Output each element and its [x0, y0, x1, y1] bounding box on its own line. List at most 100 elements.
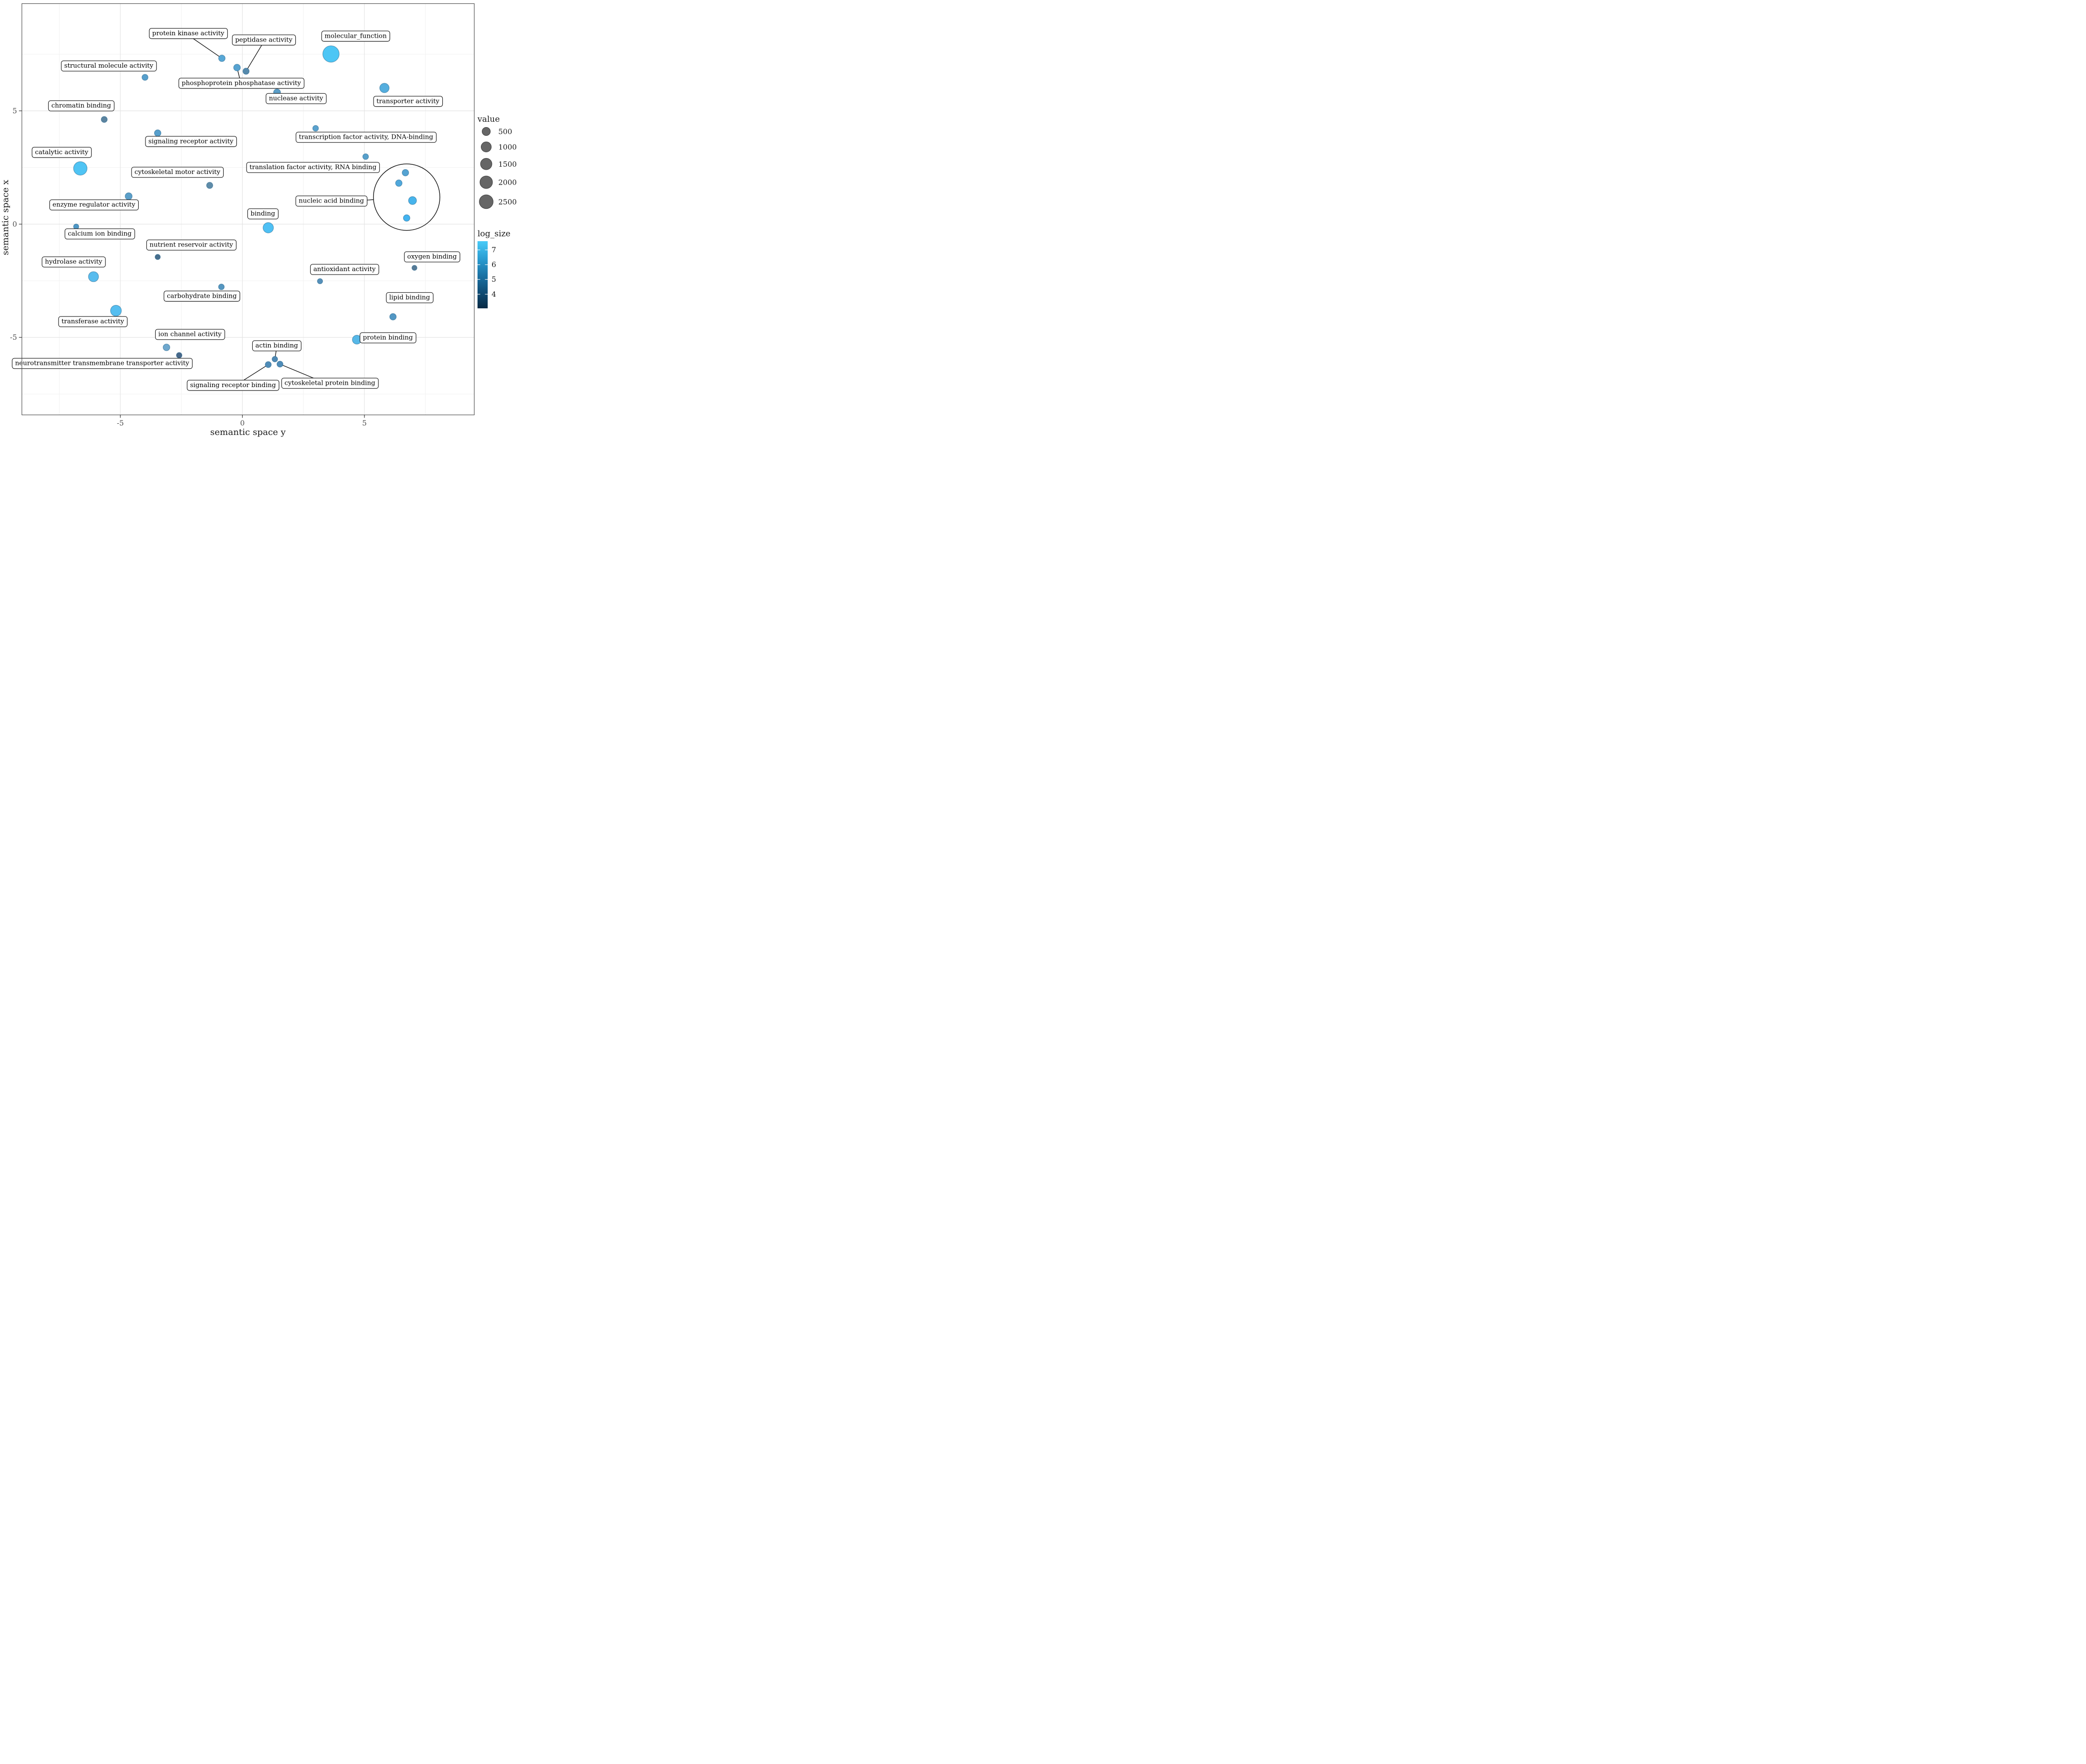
- term-label-protein-binding: protein binding: [360, 332, 417, 344]
- legend-color-tick-label: 4: [492, 290, 496, 299]
- term-label-box: [64, 228, 135, 240]
- term-label-ion-channel-activity: ion channel activity: [155, 329, 225, 340]
- point-structural-molecule-activity: [142, 74, 148, 81]
- term-label-box: [386, 292, 434, 304]
- point-binding: [262, 222, 274, 233]
- term-label-nuclease-activity: nuclease activity: [265, 93, 327, 104]
- term-labels: protein kinase activity phosphoprotein ph…: [12, 28, 461, 391]
- y-tick-label: 5: [13, 106, 17, 115]
- term-label-box: [155, 329, 225, 340]
- term-label-text: phosphoprotein phosphatase activity: [182, 80, 301, 87]
- figure-container: protein kinase activity phosphoprotein ph…: [0, 0, 522, 441]
- term-label-chromatin-binding: chromatin binding: [48, 100, 115, 112]
- point-oxygen-binding: [411, 265, 418, 271]
- y-tick-label: 0: [13, 220, 17, 229]
- term-label-text: antioxidant activity: [313, 266, 376, 273]
- term-label-text: nuclease activity: [269, 95, 323, 102]
- term-label-text: protein kinase activity: [152, 30, 225, 37]
- legend-value-label: 2500: [498, 198, 517, 206]
- term-label-text: transferase activity: [61, 318, 124, 325]
- term-label-box: [232, 34, 296, 46]
- term-label-text: catalytic activity: [35, 149, 88, 156]
- term-label-box: [360, 332, 417, 344]
- term-label-text: chromatin binding: [51, 102, 111, 110]
- legend-color-tick-label: 6: [492, 260, 496, 269]
- term-label-text: cytoskeletal protein binding: [285, 380, 376, 387]
- term-label-nucleic-acid-binding: nucleic acid binding: [295, 195, 368, 207]
- term-label-box: [187, 380, 279, 391]
- point-signaling-receptor-binding: [265, 361, 272, 368]
- point-nutrient-reservoir-activity: [155, 254, 161, 260]
- term-label-transcription-factor-activity-dna-binding: transcription factor activity, DNA-bindi…: [295, 131, 437, 143]
- term-label-signaling-receptor-binding: signaling receptor binding: [187, 380, 279, 391]
- term-label-box: [163, 290, 240, 302]
- x-axis-title: semantic space y: [210, 427, 286, 437]
- data-points: [73, 45, 418, 368]
- term-label-box: [404, 251, 461, 262]
- term-label-text: structural molecule activity: [64, 62, 154, 70]
- term-label-nutrient-reservoir-activity: nutrient reservoir activity: [146, 239, 237, 251]
- term-label-text: ion channel activity: [159, 331, 222, 338]
- term-label-box: [321, 30, 391, 42]
- scatter-plot: protein kinase activity phosphoprotein ph…: [0, 3, 517, 437]
- point-antioxidant-activity: [317, 278, 323, 284]
- term-label-text: translation factor activity, RNA binding: [249, 164, 377, 171]
- point-chromatin-binding: [101, 116, 108, 123]
- term-label-carbohydrate-binding: carbohydrate binding: [163, 290, 240, 302]
- leader-line: [188, 35, 222, 59]
- point-carbohydrate-binding: [218, 284, 225, 290]
- point-phosphoprotein-phosphatase-activity: [233, 64, 241, 72]
- legend-value-bubble: [479, 194, 493, 209]
- x-tick-label: -5: [117, 419, 124, 428]
- term-label-actin-binding: actin binding: [252, 340, 302, 351]
- point-nucleic-acid-binding-cluster-point-3: [408, 196, 417, 205]
- term-label-text: oxygen binding: [407, 253, 457, 260]
- term-label-text: protein binding: [363, 334, 413, 342]
- point-transporter-activity: [379, 83, 390, 93]
- term-label-box: [178, 78, 304, 89]
- term-label-box: [310, 264, 379, 275]
- point-ion-channel-activity: [162, 344, 170, 351]
- legend-value-title: value: [477, 115, 500, 124]
- legend-value-bubble: [481, 142, 492, 152]
- term-label-box: [49, 199, 139, 211]
- term-label-translation-factor-activity-rna-binding: translation factor activity, RNA binding: [246, 162, 380, 173]
- term-label-text: peptidase activity: [235, 36, 293, 43]
- term-label-text: lipid binding: [389, 294, 430, 302]
- term-label-box: [145, 136, 237, 147]
- legend-value-label: 1000: [498, 143, 517, 152]
- legend-color-tick-label: 5: [492, 275, 496, 284]
- point-enzyme-regulator-activity: [125, 192, 133, 200]
- point-signaling-receptor-activity: [154, 129, 161, 137]
- legend-value-label: 1500: [498, 160, 517, 169]
- term-label-signaling-receptor-activity: signaling receptor activity: [145, 136, 237, 147]
- term-label-text: carbohydrate binding: [167, 292, 237, 300]
- term-label-text: transcription factor activity, DNA-bindi…: [299, 134, 433, 141]
- point-molecular-function: [322, 45, 340, 63]
- point-cytoskeletal-motor-activity: [206, 182, 213, 189]
- term-label-box: [131, 167, 224, 178]
- legend-color-bar: [478, 241, 488, 308]
- term-label-structural-molecule-activity: structural molecule activity: [61, 60, 157, 72]
- term-label-text: signaling receptor activity: [148, 138, 234, 145]
- term-label-cytoskeletal-protein-binding: cytoskeletal protein binding: [281, 377, 379, 389]
- term-label-text: hydrolase activity: [45, 259, 102, 266]
- legend-log-size: log_size 7 6 5 4: [478, 229, 510, 308]
- term-label-text: transporter activity: [377, 98, 440, 105]
- cluster-circle: [373, 163, 440, 231]
- term-label-transporter-activity: transporter activity: [373, 96, 443, 107]
- term-label-box: [281, 377, 379, 389]
- term-label-box: [265, 93, 327, 104]
- term-label-binding: binding: [247, 208, 279, 219]
- term-label-hydrolase-activity: hydrolase activity: [42, 256, 106, 268]
- legend-color-tick-label: 7: [492, 246, 496, 254]
- term-label-text: nutrient reservoir activity: [149, 242, 233, 249]
- term-label-catalytic-activity: catalytic activity: [31, 147, 92, 158]
- term-label-box: [246, 162, 380, 173]
- point-lipid-binding: [389, 313, 397, 320]
- term-label-box: [42, 256, 106, 268]
- legend-log-size-title: log_size: [478, 229, 510, 239]
- term-label-text: enzyme regulator activity: [53, 202, 136, 209]
- x-tick-label: 5: [362, 419, 367, 428]
